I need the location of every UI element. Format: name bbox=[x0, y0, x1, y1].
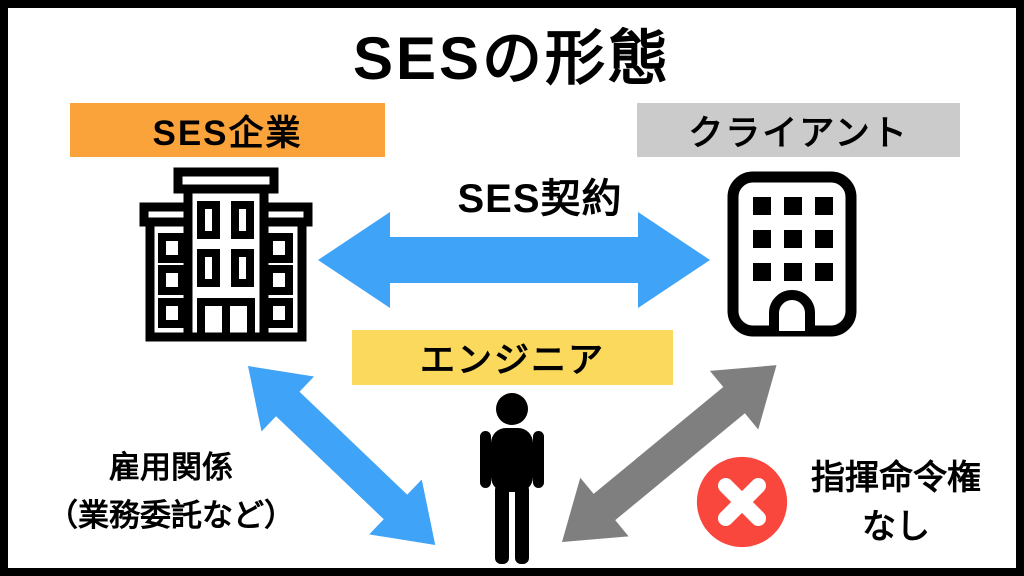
command-note: 指揮命令権 なし bbox=[790, 454, 1002, 552]
person-icon bbox=[480, 393, 544, 564]
command-arrow-icon bbox=[562, 365, 777, 542]
label-engineer: エンジニア bbox=[352, 330, 673, 385]
ses-company-label: SES企業 bbox=[152, 113, 303, 153]
command-note-line1: 指揮命令権 bbox=[811, 459, 981, 497]
employment-note-line1: 雇用関係 bbox=[109, 450, 233, 485]
page-title: SESの形態 bbox=[352, 25, 672, 92]
command-note-line2: なし bbox=[862, 508, 930, 546]
client-label: クライアント bbox=[688, 113, 909, 153]
ses-contract-arrow-icon bbox=[318, 212, 710, 308]
employment-note-line2: （業務委託など） bbox=[47, 498, 295, 533]
office-building-icon bbox=[139, 167, 313, 342]
employment-note: 雇用関係 （業務委託など） bbox=[20, 444, 322, 540]
cross-circle-icon bbox=[696, 456, 788, 548]
ses-contract-label: SES契約 bbox=[457, 177, 623, 221]
arrow-layer bbox=[248, 212, 777, 545]
label-ses-company: SES企業 bbox=[70, 103, 385, 157]
employment-arrow-icon bbox=[248, 366, 436, 545]
engineer-label: エンジニア bbox=[419, 341, 605, 380]
building-icon bbox=[727, 171, 857, 337]
label-client: クライアント bbox=[637, 103, 960, 157]
